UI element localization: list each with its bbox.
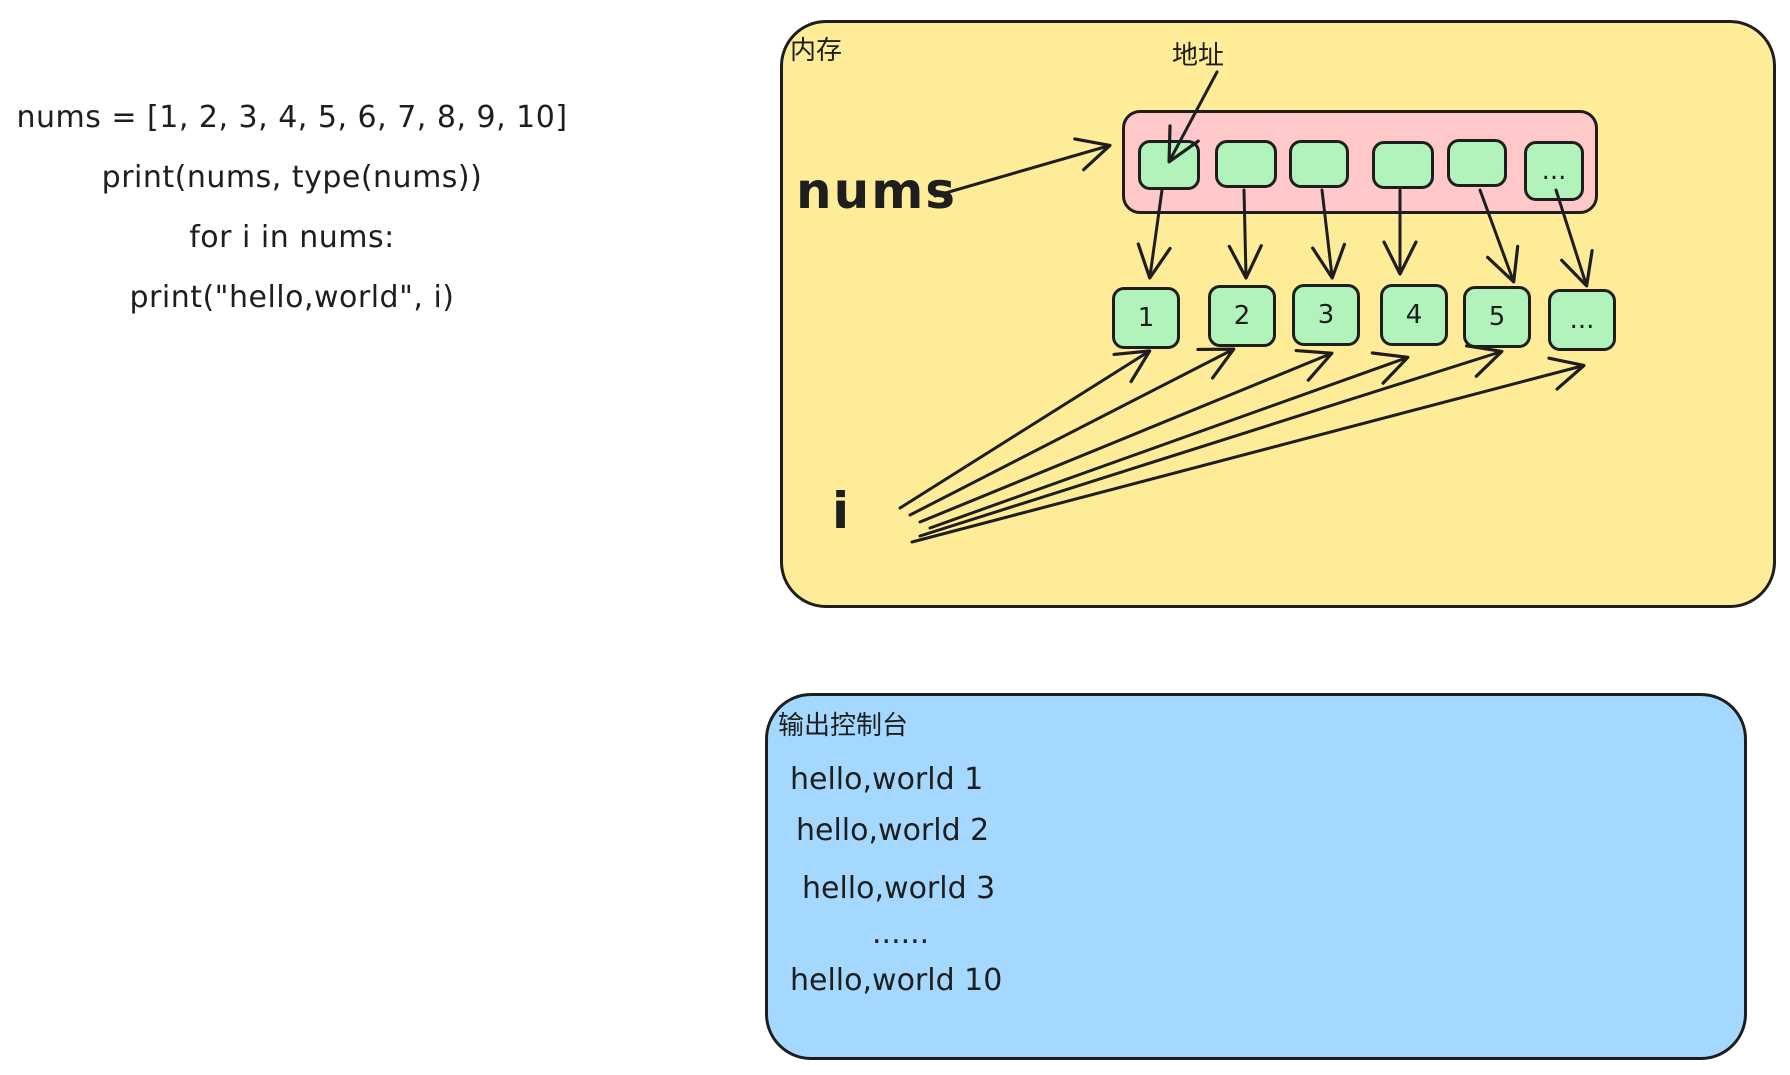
pointer-cell-1 [1138,140,1200,190]
code-line-2: print(nums, type(nums)) [101,160,483,195]
console-title: 输出控制台 [778,711,909,741]
pointer-cell-3 [1289,140,1349,188]
pointer-cell-5 [1447,139,1507,187]
value-cell-5: 5 [1463,286,1531,348]
value-cell-3: 3 [1292,284,1360,346]
pointer-cell-2 [1215,140,1277,188]
address-label: 地址 [1172,41,1225,71]
pointer-cell-4 [1372,141,1434,189]
code-line-3: for i in nums: [189,220,395,255]
code-line-1: nums = [1, 2, 3, 4, 5, 6, 7, 8, 9, 10] [16,100,568,135]
memory-title: 内存 [790,36,843,66]
console-line-10: hello,world 10 [790,963,1003,998]
console-line-1: hello,world 1 [790,762,984,797]
output-console [765,693,1747,1060]
value-cell-more: ... [1548,289,1616,351]
console-line-ellipsis: ...... [872,916,930,951]
nums-label: nums [796,162,958,220]
value-cell-1: 1 [1112,287,1180,349]
console-line-3: hello,world 3 [802,871,996,906]
value-cell-4: 4 [1380,284,1448,346]
value-cell-2: 2 [1208,285,1276,347]
code-line-4: print("hello,world", i) [129,280,455,315]
console-line-2: hello,world 2 [796,813,990,848]
i-label: i [832,482,850,540]
pointer-cell-more: ... [1524,141,1584,201]
memory-region [780,20,1776,608]
